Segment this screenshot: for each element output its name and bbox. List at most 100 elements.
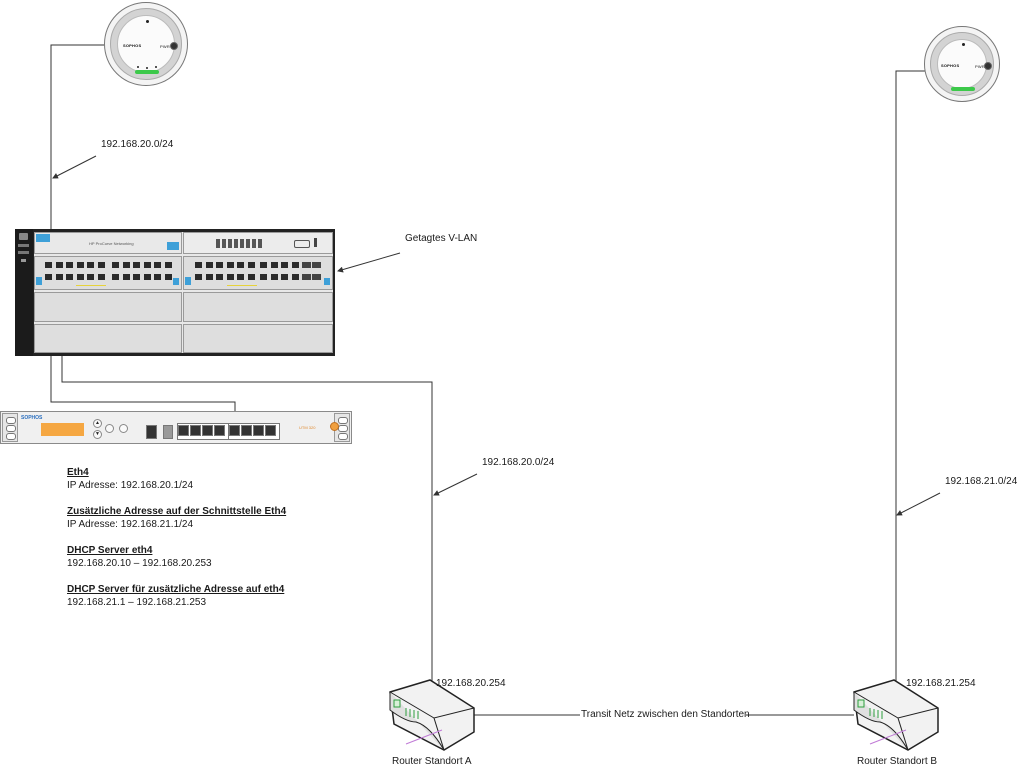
switch-port[interactable]	[270, 262, 278, 268]
switch-port[interactable]	[143, 262, 151, 268]
access-point-left[interactable]: SOPHOS PWR	[104, 2, 188, 86]
label-router-b-ip: 192.168.21.254	[906, 678, 976, 689]
switch-port[interactable]	[112, 274, 119, 280]
switch-port[interactable]	[55, 262, 63, 268]
wire-ap-right-to-router-b	[895, 70, 926, 688]
switch-port[interactable]	[216, 262, 223, 268]
utm-down-button[interactable]: ▼	[93, 430, 102, 439]
switch-port[interactable]	[164, 274, 172, 280]
switch-port[interactable]	[122, 262, 130, 268]
utm-enter-button[interactable]	[119, 424, 128, 433]
utm-lan-port[interactable]	[253, 425, 264, 436]
wire-ap-left-to-switch	[50, 44, 104, 260]
switch-port[interactable]	[237, 274, 244, 280]
switch-port[interactable]	[260, 274, 267, 280]
switch-port[interactable]	[237, 262, 244, 268]
switch-port[interactable]	[76, 274, 84, 280]
ap-status-led	[135, 70, 159, 74]
arrow-net-router-a	[433, 473, 478, 496]
arrow-net-router-b	[896, 492, 941, 516]
switch-sfp-port[interactable]	[302, 262, 311, 268]
utm-console-port[interactable]	[146, 425, 157, 439]
switch-port[interactable]	[45, 262, 52, 268]
utm-usb-port[interactable]	[163, 425, 173, 439]
switch-port[interactable]	[270, 274, 278, 280]
switch-port[interactable]	[66, 274, 73, 280]
switch-port[interactable]	[164, 262, 172, 268]
utm-lan-port[interactable]	[178, 425, 189, 436]
utm-esc-button[interactable]	[105, 424, 114, 433]
utm-lan-port[interactable]	[241, 425, 252, 436]
note-additional-address: Zusätzliche Adresse auf der Schnittstell…	[67, 506, 287, 530]
access-point-right[interactable]: SOPHOS PWR	[924, 26, 1000, 102]
switch-port[interactable]	[291, 274, 299, 280]
switch-port[interactable]	[122, 274, 130, 280]
ap-power-label: PWR	[975, 64, 985, 69]
switch-port[interactable]	[226, 262, 234, 268]
switch-sfp-port[interactable]	[312, 274, 321, 280]
note-dhcp-eth4: DHCP Server eth4 192.168.20.10 – 192.168…	[67, 545, 212, 569]
switch-port[interactable]	[45, 274, 52, 280]
switch-port[interactable]	[205, 262, 213, 268]
switch-port[interactable]	[97, 274, 105, 280]
label-transit: Transit Netz zwischen den Standorten	[581, 709, 750, 720]
utm-model-label: UTM 320	[299, 425, 316, 430]
switch-blank-slot	[34, 292, 182, 322]
switch-port[interactable]	[247, 262, 255, 268]
switch-port[interactable]	[216, 274, 223, 280]
switch-sfp-port[interactable]	[302, 274, 311, 280]
switch-port[interactable]	[205, 274, 213, 280]
switch-blank-slot	[183, 292, 333, 322]
note-dhcp-additional: DHCP Server für zusätzliche Adresse auf …	[67, 584, 285, 608]
sophos-utm[interactable]: SOPHOS ▲ ▼ UTM 320	[0, 411, 352, 444]
utm-config-notes: Eth4 IP Adresse: 192.168.20.1/24 Zusätzl…	[67, 466, 286, 622]
utm-lan-port[interactable]	[265, 425, 276, 436]
switch-label: HP ProCurve Networking	[89, 241, 134, 246]
switch-port[interactable]	[97, 262, 105, 268]
label-router-a-ip: 192.168.20.254	[436, 678, 506, 689]
arrow-net-ap-left	[52, 155, 97, 179]
switch-port[interactable]	[291, 262, 299, 268]
switch-port[interactable]	[143, 274, 151, 280]
router-a[interactable]	[386, 678, 478, 752]
label-net-router-a: 192.168.20.0/24	[482, 457, 555, 468]
switch-port[interactable]	[66, 262, 73, 268]
switch-port[interactable]	[154, 274, 161, 280]
switch-sfp-port[interactable]	[312, 262, 321, 268]
switch-port[interactable]	[281, 274, 288, 280]
hp-procurve-switch[interactable]: HP ProCurve Networking	[15, 229, 335, 356]
utm-up-button[interactable]: ▲	[93, 419, 102, 428]
utm-lan-port[interactable]	[202, 425, 213, 436]
label-net-router-b: 192.168.21.0/24	[945, 476, 1017, 487]
switch-port[interactable]	[133, 262, 140, 268]
label-net-ap-left: 192.168.20.0/24	[101, 139, 174, 150]
switch-port[interactable]	[55, 274, 63, 280]
utm-lan-port[interactable]	[190, 425, 201, 436]
switch-port[interactable]	[281, 262, 288, 268]
arrow-tagged-vlan	[337, 252, 401, 273]
utm-logo-icon	[330, 422, 339, 431]
switch-port[interactable]	[112, 262, 119, 268]
switch-port[interactable]	[87, 274, 94, 280]
switch-port[interactable]	[247, 274, 255, 280]
switch-port[interactable]	[133, 274, 140, 280]
switch-blank-slot	[34, 324, 182, 353]
label-tagged-vlan: Getagtes V-LAN	[405, 233, 478, 244]
note-eth4: Eth4 IP Adresse: 192.168.20.1/24	[67, 467, 194, 491]
switch-port[interactable]	[226, 274, 234, 280]
switch-blank-slot	[183, 324, 333, 353]
switch-port[interactable]	[195, 274, 202, 280]
switch-port[interactable]	[154, 262, 161, 268]
switch-port[interactable]	[195, 262, 202, 268]
switch-port[interactable]	[260, 262, 267, 268]
ap-brand-logo: SOPHOS	[941, 63, 960, 68]
switch-port[interactable]	[76, 262, 84, 268]
utm-lan-port[interactable]	[229, 425, 240, 436]
router-b[interactable]	[850, 678, 942, 752]
switch-port[interactable]	[87, 262, 94, 268]
power-icon	[170, 42, 178, 50]
utm-lan-port[interactable]	[214, 425, 225, 436]
ap-brand-logo: SOPHOS	[123, 43, 142, 48]
utm-lcd-display	[41, 423, 84, 436]
